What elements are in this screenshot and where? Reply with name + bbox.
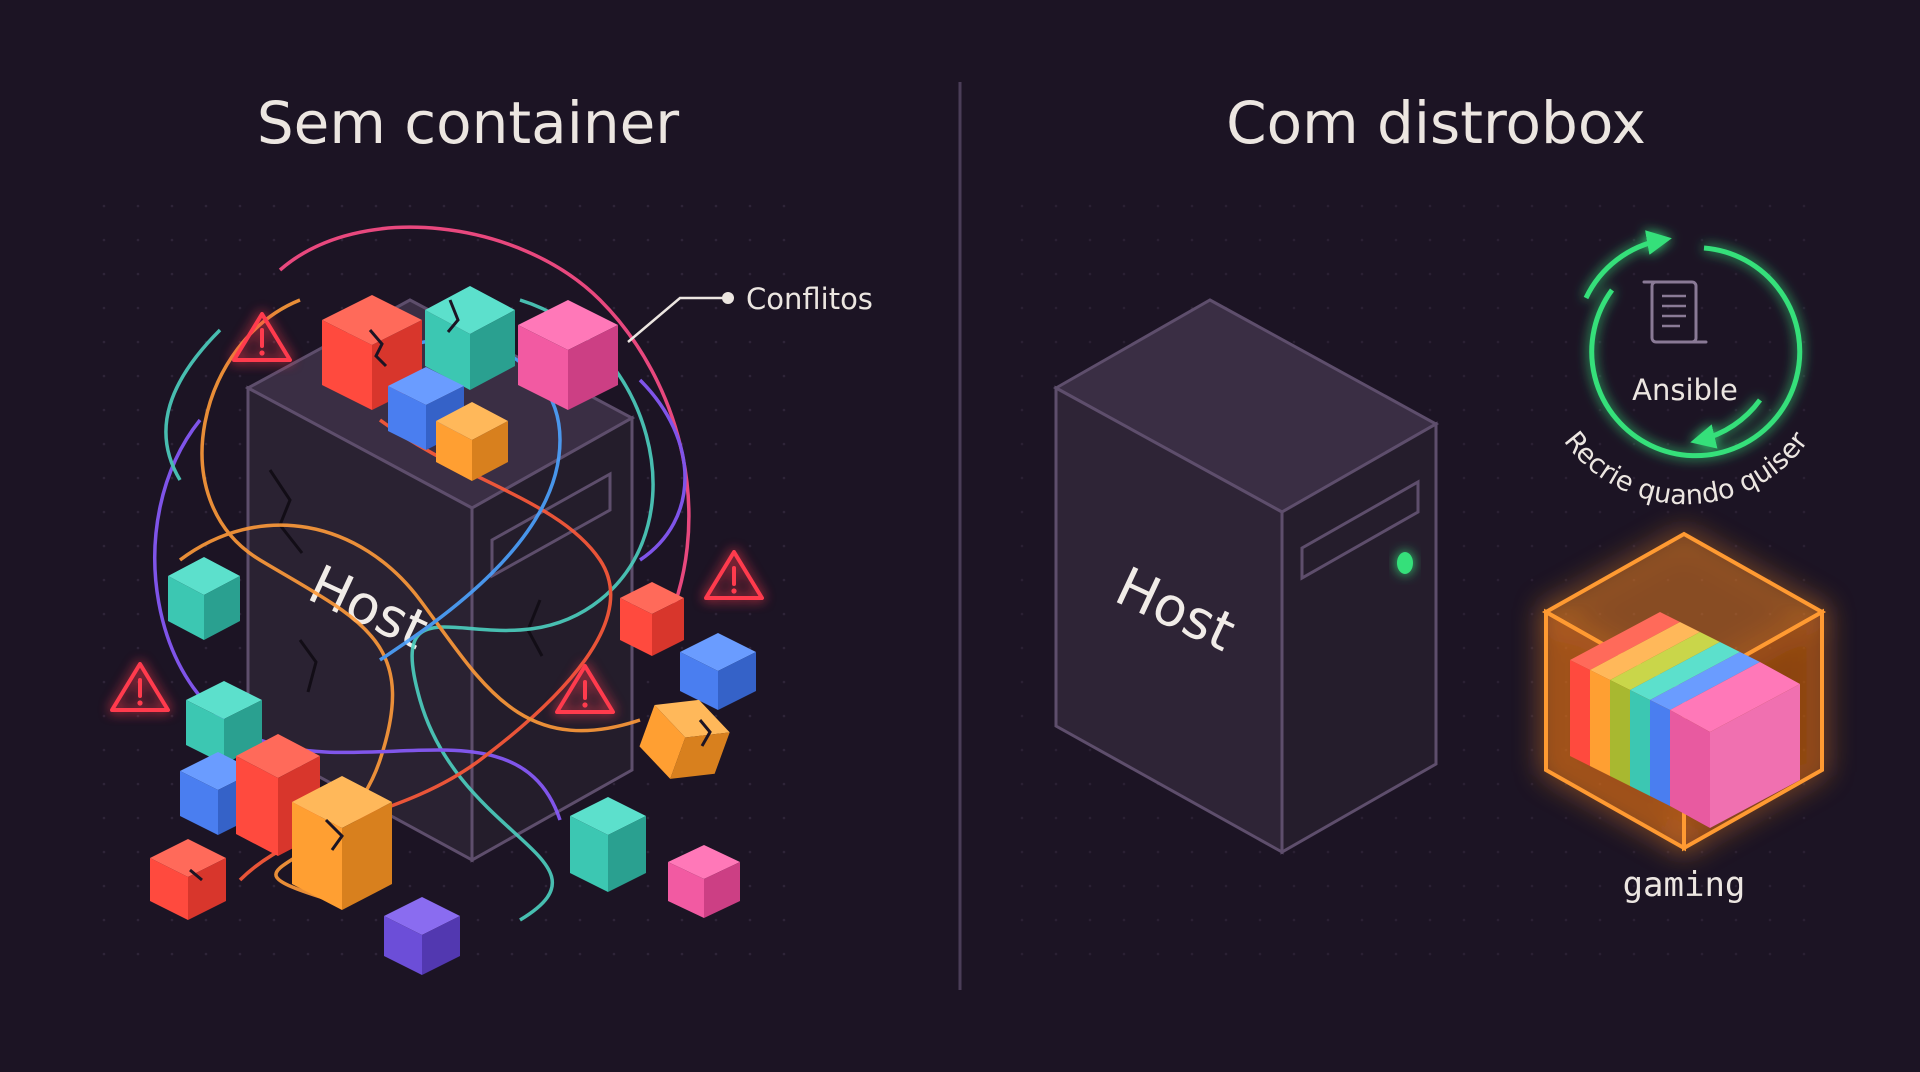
warning-icon — [110, 662, 170, 712]
cube-blue-right — [680, 633, 756, 710]
cube-purple-bottom — [384, 897, 460, 975]
warning-icon — [555, 664, 615, 714]
cube-red-top — [322, 295, 422, 410]
cube-orange-top — [436, 402, 508, 481]
conflicts-label: Conflitos — [746, 282, 873, 316]
left-title: Sem container — [257, 89, 679, 157]
right-title: Com distrobox — [1226, 89, 1646, 157]
cube-teal-left — [168, 557, 240, 640]
rainbow-blocks — [1570, 612, 1800, 828]
cube-blue-top — [388, 367, 464, 450]
cube-teal-right — [570, 797, 646, 892]
gaming-label: gaming — [1623, 865, 1746, 905]
warning-icon — [704, 550, 764, 600]
right-host-tower — [1052, 298, 1440, 855]
gaming-container — [1541, 531, 1827, 852]
ansible-cycle — [1583, 230, 1803, 459]
cube-red-bottom — [150, 839, 226, 920]
cube-red-right — [620, 582, 684, 656]
ansible-label: Ansible — [1632, 373, 1738, 407]
cube-pink-top — [518, 300, 618, 410]
power-led — [1397, 552, 1413, 574]
cube-pink-right — [668, 845, 740, 918]
warning-icon — [232, 312, 292, 362]
cube-orange-bottom — [292, 776, 392, 910]
conflicts-leader-line — [627, 296, 728, 343]
warning-icons — [110, 312, 764, 714]
cube-teal-top — [425, 286, 515, 390]
cube-orange-right — [639, 699, 730, 779]
package-cubes — [150, 286, 756, 975]
scroll-icon — [1642, 280, 1708, 344]
conflicts-leader-dot — [722, 292, 734, 304]
